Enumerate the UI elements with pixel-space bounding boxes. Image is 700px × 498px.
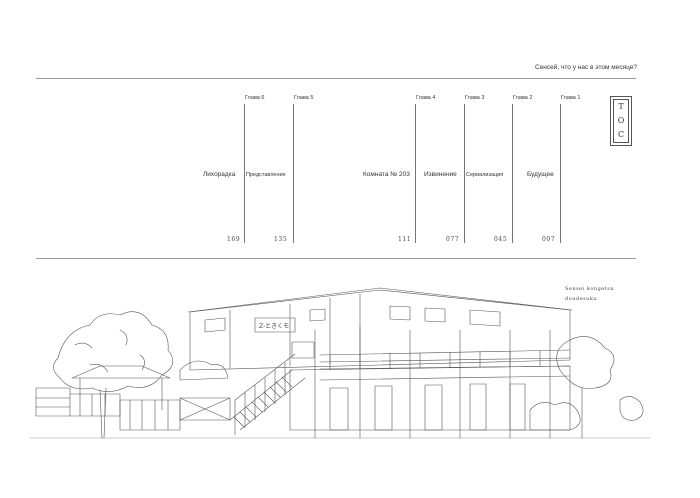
caption-line-1: Sensei kongetsu [565,286,615,292]
chapter-1-page: 007 [542,236,556,243]
caption-line-2: doudesuka [565,296,597,302]
chapter-6-label: Глава 6 [245,95,265,101]
toc-letter: O [617,116,625,125]
chapter-6-page: 169 [227,236,241,243]
chapter-2-rule [512,104,513,243]
chapter-1-rule [560,104,561,243]
chapter-3-label: Глава 3 [465,95,485,101]
chapter-4-page: 111 [398,236,412,243]
building-sign: Z-ときくモ [259,323,289,330]
chapter-5-page: 135 [274,236,288,243]
chapter-2-label: Глава 2 [513,95,533,101]
chapter-5-title: Представление [246,172,286,178]
chapter-5-rule [293,104,294,243]
chapter-4-title: Комната № 203 [363,171,410,178]
right-tree-illustration [529,336,644,439]
header-text: Сенсей, что у нас в этом месяце? [535,64,637,71]
bottom-divider [36,258,636,259]
staircase-illustration [229,353,306,436]
chapter-2-page: 045 [494,236,508,243]
chapter-3-rule [464,104,465,243]
chapter-6-title: Лихорадка [203,171,236,178]
chapter-1-label: Глава 1 [561,95,581,101]
chapter-4-label: Глава 4 [416,95,436,101]
toc-letter: C [617,130,625,139]
toc-letter: T [618,102,624,111]
chapter-3-title: Извинение [424,171,457,178]
chapter-3-page: 077 [446,236,460,243]
chapter-5-label: Глава 5 [294,95,314,101]
chapter-4-rule [415,104,416,243]
top-divider [36,78,636,79]
building-illustration: Z-ときくモ [187,287,573,439]
fence-illustration [35,360,231,431]
chapter-1-title: Будущее [527,171,554,178]
apartment-building-illustration: Z-ときくモ [30,287,650,439]
toc-emblem: T O C [610,96,632,146]
chapter-6-rule [244,104,245,243]
caption: Sensei kongetsu doudesuka [565,284,614,304]
chapter-2-title: Сериализация [466,172,504,178]
